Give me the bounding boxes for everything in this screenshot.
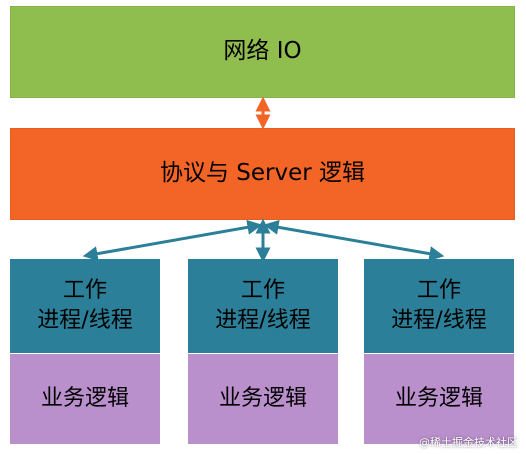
business-logic-label-3: 业务逻辑	[394, 386, 483, 412]
arrow-protocol-worker-1	[82, 219, 263, 262]
watermark: @稀土掘金技术社区	[419, 436, 518, 449]
business-logic-label-2: 业务逻辑	[218, 386, 307, 412]
worker-box-1: 工作 进程/线程	[10, 259, 160, 353]
worker-box-2: 工作 进程/线程	[188, 259, 338, 353]
worker-subtitle-1: 进程/线程	[37, 308, 133, 333]
business-logic-box-3: 业务逻辑	[364, 354, 514, 444]
worker-title-1: 工作	[62, 278, 107, 304]
business-logic-label-1: 业务逻辑	[40, 386, 129, 412]
business-logic-box-1: 业务逻辑	[10, 354, 160, 444]
worker-subtitle-3: 进程/线程	[391, 308, 487, 333]
worker-subtitle-2: 进程/线程	[215, 308, 311, 333]
network-io-layer: 网络 IO	[10, 6, 515, 98]
network-io-label: 网络 IO	[223, 38, 302, 65]
worker-box-3: 工作 进程/线程	[364, 259, 514, 353]
business-logic-box-2: 业务逻辑	[188, 354, 338, 444]
worker-title-3: 工作	[416, 278, 461, 304]
arrow-protocol-worker-3	[263, 219, 445, 262]
protocol-server-label: 协议与 Server 逻辑	[159, 160, 366, 187]
worker-title-2: 工作	[240, 278, 285, 304]
